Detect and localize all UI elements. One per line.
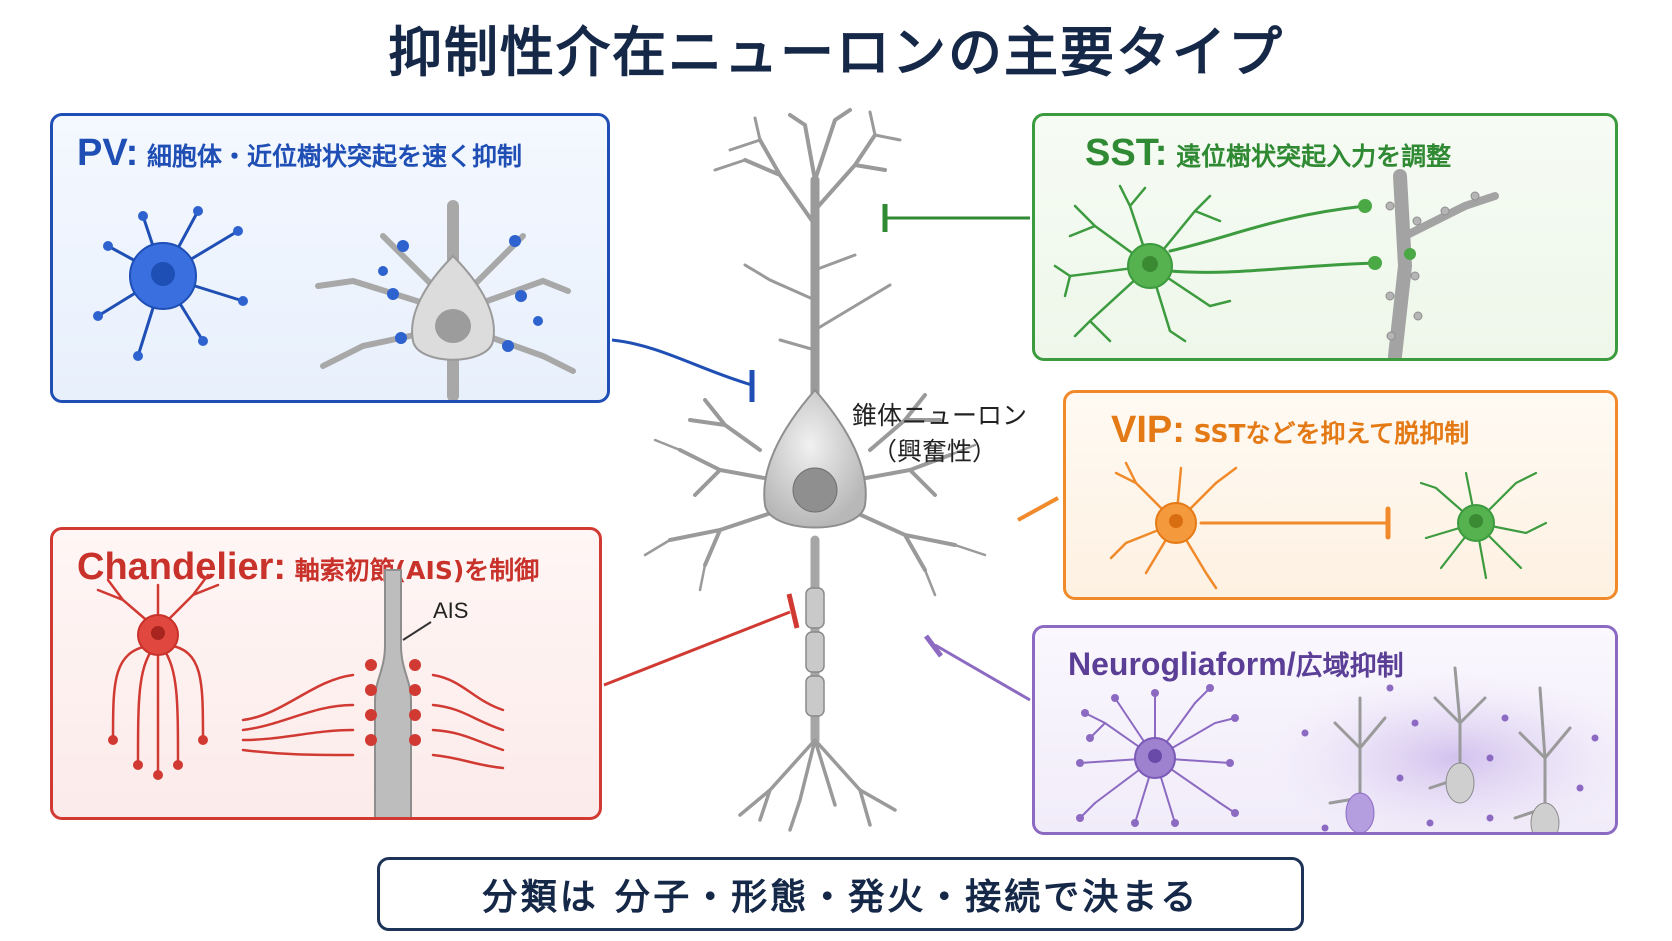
chandelier-desc: 軸索初節(AIS)を制御: [286, 556, 540, 585]
neurogliaform-title: Neurogliaform/広域抑制: [1068, 644, 1404, 683]
chandelier-panel: Chandelier: 軸索初節(AIS)を制御 AIS: [50, 527, 602, 820]
vip-panel: VIP: SSTなどを抑えて脱抑制: [1063, 390, 1618, 600]
sst-connector: [882, 204, 1030, 232]
vip-title: VIP: SSTなどを抑えて脱抑制: [1111, 409, 1469, 452]
neurogliaform-key: Neurogliaform/: [1068, 646, 1296, 682]
pv-connector: [611, 338, 755, 402]
pyramidal-nucleus: [792, 467, 838, 513]
pv-illustration: [93, 200, 576, 400]
pyramidal-neuron-type: （興奮性）: [872, 437, 998, 466]
chandelier-connector: [603, 593, 800, 687]
chandelier-title: Chandelier: 軸索初節(AIS)を制御: [77, 546, 539, 589]
neurogliaform-illustration: [1076, 666, 1615, 832]
sst-panel: SST: 遠位樹状突起入力を調整: [1032, 113, 1618, 361]
chandelier-illustration: [96, 569, 505, 817]
pyramidal-soma: [763, 388, 867, 529]
vip-desc: SSTなどを抑えて脱抑制: [1184, 419, 1470, 448]
chandelier-key: Chandelier:: [77, 546, 287, 588]
pv-title: PV: 細胞体・近位樹状突起を速く抑制: [77, 132, 522, 175]
sst-illustration: [1053, 169, 1499, 358]
pv-key: PV:: [77, 132, 139, 174]
pv-panel: PV: 細胞体・近位樹状突起を速く抑制: [50, 113, 610, 403]
sst-desc: 遠位樹状突起入力を調整: [1167, 142, 1452, 171]
neurogliaform-desc: 広域抑制: [1295, 651, 1404, 682]
neurogliaform-panel: Neurogliaform/広域抑制: [1032, 625, 1618, 835]
footer-caption: 分類は 分子・形態・発火・接続で決まる: [377, 857, 1304, 931]
vip-connector: [1017, 496, 1059, 522]
axon-segments: [805, 587, 825, 717]
sst-title: SST: 遠位樹状突起入力を調整: [1085, 132, 1451, 175]
pv-desc: 細胞体・近位樹状突起を速く抑制: [138, 142, 522, 171]
vip-illustration: [1109, 461, 1548, 590]
sst-key: SST:: [1085, 132, 1168, 174]
pyramidal-neuron-name: 錐体ニューロン: [852, 401, 1028, 430]
vip-key: VIP:: [1111, 409, 1185, 451]
ais-label: AIS: [433, 598, 469, 623]
neurogliaform-connector: [924, 634, 1031, 702]
page-title: 抑制性介在ニューロンの主要タイプ: [388, 21, 1284, 84]
